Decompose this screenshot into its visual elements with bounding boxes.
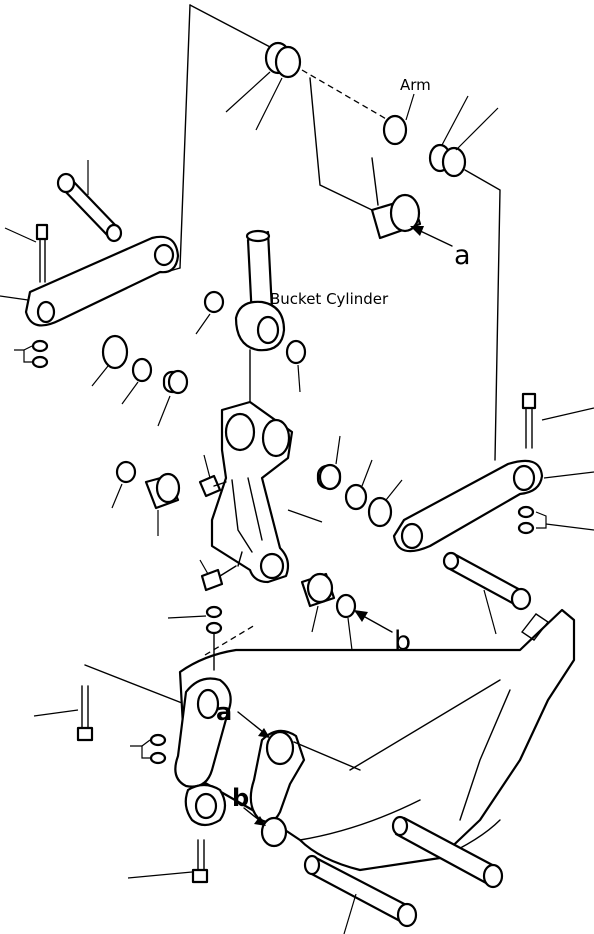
sleeve-left [144, 472, 181, 536]
arm-label: Arm [400, 76, 431, 94]
pin-right [442, 551, 532, 635]
arrow-b-right [354, 610, 393, 633]
bolt-right [521, 392, 594, 449]
pin-bottom-upper [391, 815, 504, 889]
bushing-right-1 [316, 435, 342, 491]
marker-a-bottom: a [216, 698, 232, 726]
pin-upper-left [56, 160, 123, 243]
bushing-upper-mid [195, 290, 225, 335]
bucket [178, 608, 576, 872]
washer-left [91, 334, 129, 387]
nut-set-lower-left [130, 733, 167, 765]
bushing-right-2 [344, 459, 373, 511]
pin-bottom-lower [303, 854, 418, 934]
bucket-bracket-left [174, 677, 232, 827]
marker-a-top: a [454, 240, 471, 271]
arrow-a-top [410, 226, 453, 247]
marker-b-right: b [394, 626, 411, 657]
bucket-bracket-right [249, 729, 361, 848]
bucket-cylinder-rod [234, 229, 286, 411]
link-left [0, 235, 180, 327]
arrow-a-bottom [237, 711, 270, 738]
grease-fitting-lower [199, 559, 237, 592]
sleeve-lower [300, 572, 336, 633]
arm-end [370, 114, 422, 240]
marker-b-bottom: b [232, 784, 249, 812]
shim-pair-top-left [225, 41, 302, 131]
washer-right [367, 479, 403, 528]
nut-set-left [14, 339, 49, 369]
nut-set-center-left [167, 605, 223, 671]
link-right [392, 459, 594, 553]
arrow-b-bottom [243, 807, 266, 826]
bushing-b [335, 593, 357, 651]
bolt-lower-left [33, 685, 94, 742]
bushing-left-2 [157, 369, 189, 427]
nut-set-right [517, 505, 594, 535]
bolt-upper-left [4, 223, 49, 283]
shim-pair-top-right [428, 95, 499, 178]
bushing-left-3 [111, 460, 137, 509]
bushing-center [285, 339, 307, 393]
bolt-bottom-left [127, 839, 209, 884]
bucket-cylinder-label: Bucket Cylinder [270, 290, 389, 308]
center-bracket [210, 400, 323, 584]
bushing-left-1 [121, 357, 153, 405]
grease-fitting-upper [198, 454, 227, 498]
